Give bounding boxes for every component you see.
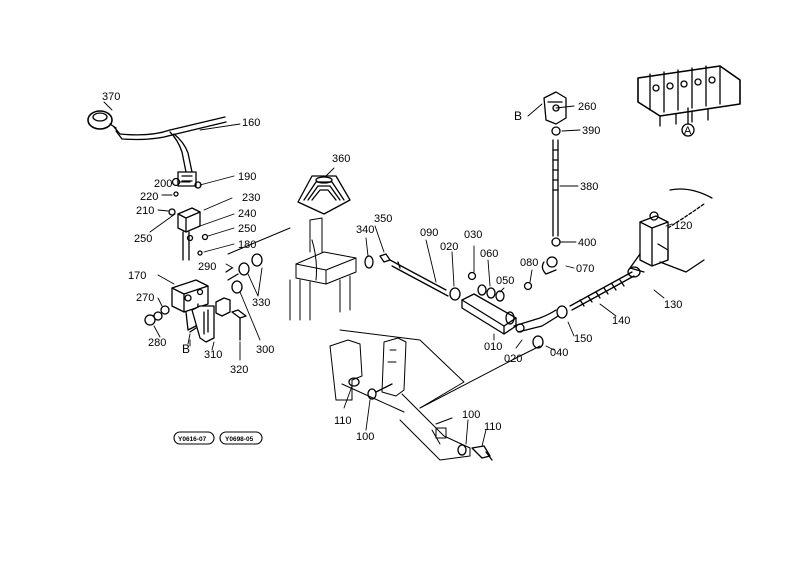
label-180: 180 [238, 239, 256, 251]
label-100-right: 100 [462, 409, 480, 421]
part-300-collar [231, 280, 243, 294]
part-010-housing [461, 293, 517, 335]
figure-code-pills [173, 431, 263, 445]
label-050: 050 [496, 275, 514, 287]
part-290-block [215, 297, 231, 317]
label-340: 340 [356, 224, 374, 236]
label-260: 260 [578, 101, 596, 113]
part-220-pin [173, 191, 179, 197]
label-100-left: 100 [356, 431, 374, 443]
figure-code-2: Y0698-05 [225, 436, 254, 443]
part-330-bushing [225, 253, 263, 281]
part-260-clevis [543, 91, 567, 125]
part-labels: 370 160 190 200 220 230 210 240 250 250 … [102, 91, 692, 443]
part-040-arm [513, 309, 559, 333]
label-250-right: 250 [238, 223, 256, 235]
label-190: 190 [238, 171, 256, 183]
label-140: 140 [612, 315, 630, 327]
part-380-vertical-rod [552, 139, 559, 237]
part-070-joint [541, 256, 558, 275]
label-010: 010 [484, 341, 502, 353]
label-360: 360 [332, 153, 350, 165]
label-110-left: 110 [334, 415, 352, 427]
label-040: 040 [550, 347, 568, 359]
part-390-nut [551, 126, 561, 136]
part-110-100-bolts-right [457, 444, 493, 461]
label-270: 270 [136, 292, 154, 304]
label-120: 120 [674, 220, 692, 232]
label-290: 290 [198, 261, 216, 273]
lower-frame-plate [329, 329, 541, 461]
label-030: 030 [464, 229, 482, 241]
label-080: 080 [520, 257, 538, 269]
label-230: 230 [242, 192, 260, 204]
part-350-bolt [379, 253, 391, 263]
linkage-wire [227, 227, 291, 255]
part-340-washer [364, 255, 374, 269]
control-valve [637, 65, 741, 137]
part-200-washer [171, 177, 181, 187]
part-030-pin [467, 271, 477, 281]
label-280: 280 [148, 337, 166, 349]
label-170: 170 [128, 270, 146, 282]
label-150: 150 [574, 333, 592, 345]
label-200: 200 [154, 178, 172, 190]
label-060: 060 [480, 248, 498, 260]
label-070: 070 [576, 263, 594, 275]
label-400: 400 [578, 237, 596, 249]
part-110-100-bolts-left [348, 377, 393, 400]
part-020-collar [449, 287, 461, 301]
part-060-washers [477, 284, 505, 302]
label-110-right: 110 [484, 421, 502, 433]
label-390: 390 [582, 125, 600, 137]
shift-boot [297, 175, 351, 215]
part-400-nut [551, 237, 561, 247]
label-220: 220 [140, 191, 158, 203]
shift-bracket [171, 279, 215, 343]
label-370: 370 [102, 91, 120, 103]
label-320: 320 [230, 364, 248, 376]
label-130: 130 [664, 299, 682, 311]
label-020-top: 020 [440, 241, 458, 253]
part-090-rod [389, 259, 449, 297]
label-210: 210 [136, 205, 154, 217]
part-270-280-nuts [144, 305, 170, 326]
shift-lever-rod [113, 116, 227, 187]
label-160: 160 [242, 117, 260, 129]
part-140-threaded-rod [569, 266, 641, 311]
figure-code-1: Y0616-07 [178, 436, 207, 443]
label-240: 240 [238, 208, 256, 220]
callout-b-bottom: B [182, 342, 190, 356]
label-250-left: 250 [134, 233, 152, 245]
callout-a-circle: A [684, 125, 692, 137]
label-380: 380 [580, 181, 598, 193]
label-310: 310 [204, 349, 222, 361]
label-020-bottom: 020 [504, 353, 522, 365]
part-210-washer [168, 208, 176, 216]
part-080-pin [523, 281, 533, 291]
callout-b-top: B [514, 109, 522, 123]
label-300: 300 [256, 344, 274, 356]
shift-knob [87, 110, 117, 130]
support-frame [289, 217, 357, 321]
label-330: 330 [252, 297, 270, 309]
part-150-joint [556, 305, 568, 319]
part-120-bracket [629, 188, 713, 273]
label-090: 090 [420, 227, 438, 239]
part-020-lower-collar [532, 335, 544, 349]
part-320-bolt [231, 309, 247, 341]
label-350: 350 [374, 213, 392, 225]
lever-pivot-block [177, 207, 209, 261]
leader-lines [103, 101, 673, 447]
